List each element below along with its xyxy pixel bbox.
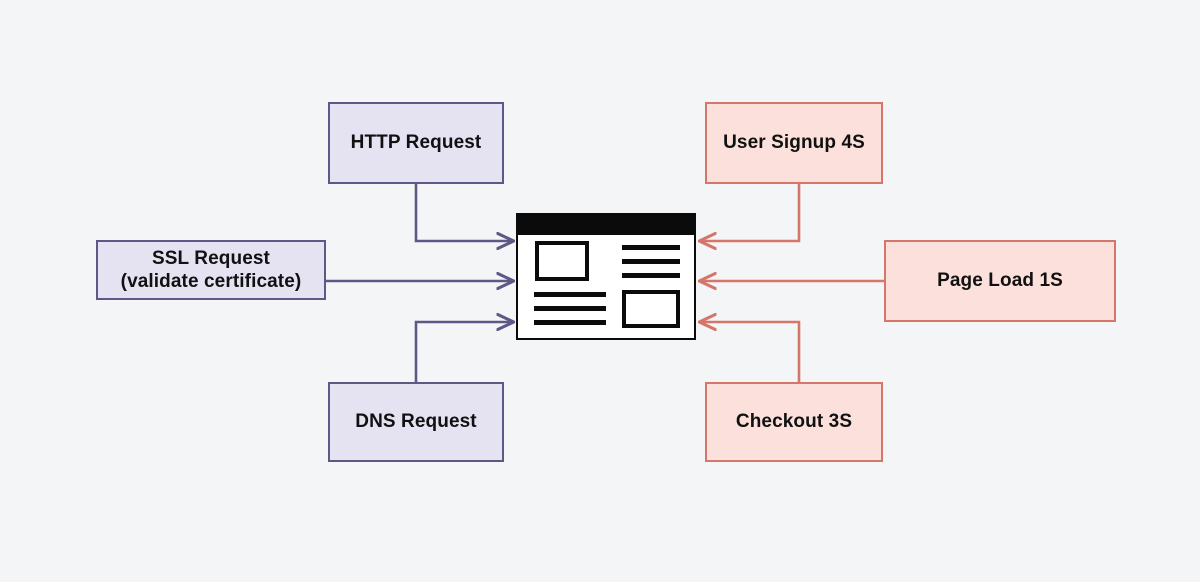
node-user-signup[interactable]: User Signup 4S (705, 102, 883, 184)
browser-content (518, 235, 694, 338)
content-text-line (622, 273, 680, 278)
node-checkout[interactable]: Checkout 3S (705, 382, 883, 462)
content-text-line (534, 292, 606, 297)
node-checkout-label: Checkout 3S (735, 411, 853, 433)
node-page-load[interactable]: Page Load 1S (884, 240, 1116, 322)
content-image-placeholder-bottom-right (622, 290, 680, 328)
node-http-request-label: HTTP Request (350, 132, 482, 154)
node-ssl-request-label: SSL Request (validate certificate) (120, 247, 302, 292)
connector-http-request-to-page (414, 184, 513, 241)
node-user-signup-label: User Signup 4S (723, 132, 865, 154)
node-dns-request[interactable]: DNS Request (328, 382, 504, 462)
connector-user-signup-to-page (700, 184, 801, 241)
node-page-load-label: Page Load 1S (937, 270, 1063, 292)
content-text-line (622, 259, 680, 264)
node-dns-request-label: DNS Request (355, 411, 477, 433)
node-ssl-request[interactable]: SSL Request (validate certificate) (96, 240, 326, 300)
node-http-request[interactable]: HTTP Request (328, 102, 504, 184)
content-image-placeholder-top-left (535, 241, 589, 281)
content-text-line (534, 306, 606, 311)
connector-dns-request-to-page (414, 322, 513, 382)
connector-checkout-to-page (700, 322, 801, 382)
browser-titlebar (518, 215, 694, 235)
web-page-browser-icon (516, 213, 696, 340)
content-text-line (622, 245, 680, 250)
content-text-line (534, 320, 606, 325)
